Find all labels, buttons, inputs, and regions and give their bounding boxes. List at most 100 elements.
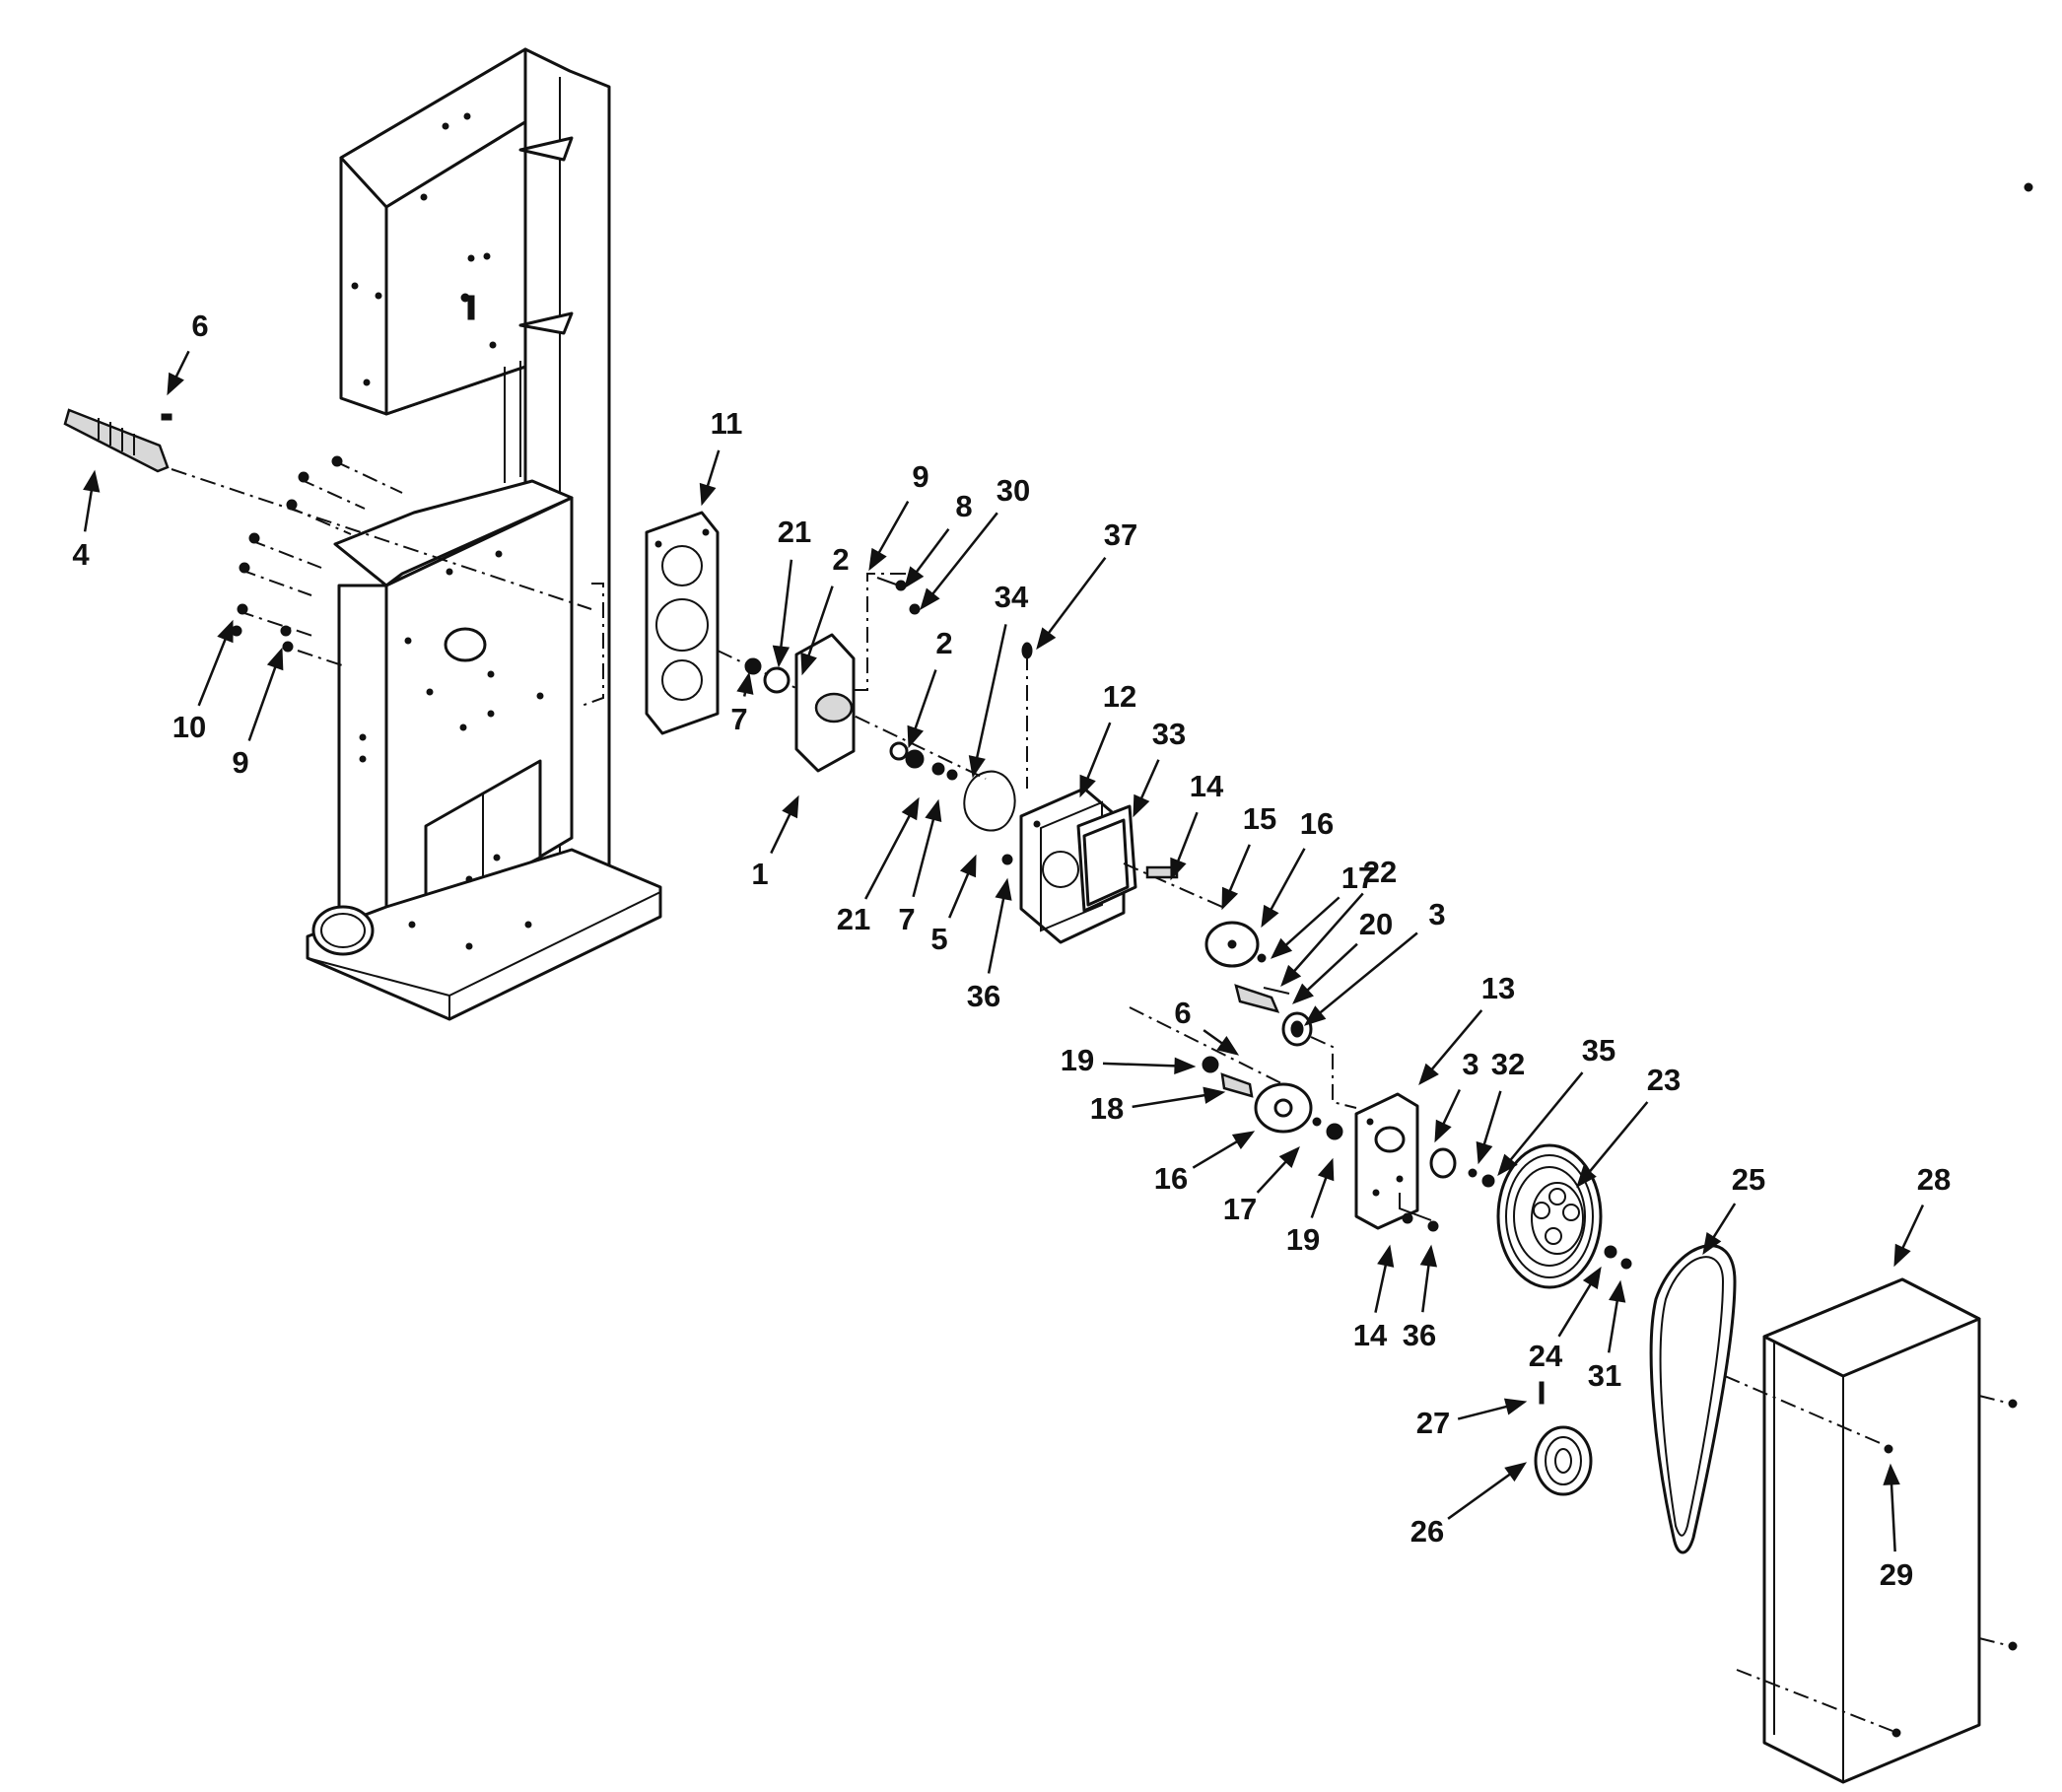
- callout-leader-c13: [1425, 1009, 1483, 1076]
- callout-label-c16a: 16: [1300, 806, 1334, 841]
- callout-label-c34: 34: [995, 580, 1029, 614]
- callout-arrow-c7b: [925, 798, 942, 823]
- callout-label-c9a: 9: [232, 745, 248, 780]
- callout-leader-c29: [1890, 1476, 1896, 1552]
- callout-label-c36b: 36: [1403, 1318, 1436, 1352]
- callout-leader-c2a: [804, 586, 834, 664]
- callout-label-c13: 13: [1481, 971, 1515, 1005]
- callout-label-c6b: 6: [1174, 996, 1191, 1030]
- callout-arrow-c10: [217, 619, 234, 644]
- callout-label-c12: 12: [1103, 679, 1136, 714]
- belt-25: [1649, 1244, 1737, 1554]
- callout-arrow-c23: [1576, 1165, 1597, 1189]
- callout-leader-c34: [974, 624, 1007, 766]
- disk-parts-upper: [1204, 921, 1313, 1047]
- callout-label-c24: 24: [1529, 1339, 1563, 1373]
- callout-arrow-c19b: [1317, 1157, 1335, 1182]
- callout-label-c27: 27: [1416, 1406, 1450, 1440]
- callout-label-c17b: 17: [1223, 1192, 1257, 1226]
- callout-arrow-c11: [699, 482, 717, 507]
- callout-label-c8: 8: [955, 489, 972, 523]
- callout-leader-c24: [1557, 1276, 1596, 1338]
- callout-leader-c21b: [864, 808, 915, 900]
- pulley-parts-23: [1429, 1143, 1632, 1289]
- drive-shaft-4: [63, 408, 604, 707]
- callout-label-c26: 26: [1410, 1514, 1444, 1549]
- callout-arrow-c3a: [1303, 1005, 1327, 1026]
- callout-leader-c23: [1583, 1101, 1649, 1179]
- motor-pulley-26: [1534, 1381, 1593, 1496]
- callout-leader-c36a: [987, 890, 1006, 974]
- callout-arrow-c31: [1609, 1279, 1626, 1303]
- callout-label-c16b: 16: [1154, 1161, 1188, 1196]
- callout-label-c21a: 21: [778, 515, 811, 549]
- callout-label-c28: 28: [1917, 1162, 1951, 1197]
- bandsaw-frame: [306, 47, 662, 1021]
- callout-label-c1: 1: [751, 857, 768, 891]
- callout-arrow-c36a: [995, 877, 1012, 901]
- bearing-housing-1: [744, 633, 958, 781]
- callout-leader-c14b: [1374, 1257, 1389, 1313]
- callout-leader-c9b: [873, 501, 910, 561]
- callout-arrow-c20: [1292, 983, 1314, 1004]
- callout-leader-c14a: [1174, 811, 1199, 869]
- callout-label-c3b: 3: [1462, 1047, 1478, 1081]
- callout-arrow-c24: [1582, 1266, 1602, 1290]
- callout-label-c6a: 6: [191, 309, 208, 343]
- callout-arrow-c16b: [1231, 1131, 1256, 1149]
- callout-arrow-c17a: [1270, 937, 1293, 959]
- motor-plate-13: [1354, 1092, 1439, 1232]
- cover-33: [1076, 804, 1223, 913]
- callout-arrow-c1: [782, 794, 799, 819]
- callout-arrow-c37: [1036, 627, 1057, 651]
- callout-label-c21b: 21: [837, 902, 870, 936]
- callout-leader-c22: [1288, 892, 1364, 978]
- callout-leader-c18: [1132, 1092, 1213, 1109]
- callout-leader-c21a: [779, 559, 793, 655]
- callout-label-c4: 4: [72, 537, 90, 572]
- frame-holes: [351, 112, 544, 950]
- callout-label-c36a: 36: [967, 979, 1000, 1013]
- callout-leader-c2b: [911, 669, 937, 737]
- callout-leader-c8: [911, 528, 950, 580]
- callout-leader-c19a: [1102, 1062, 1184, 1068]
- callout-leader-c37: [1043, 557, 1107, 641]
- callout-arrow-c4: [83, 469, 101, 493]
- callout-leader-c17a: [1279, 896, 1340, 951]
- callout-label-c15: 15: [1243, 801, 1276, 836]
- callout-arrow-c6a: [167, 372, 184, 396]
- callout-label-c3a: 3: [1428, 897, 1445, 931]
- callout-label-c11: 11: [711, 406, 743, 441]
- callout-arrow-c13: [1418, 1063, 1439, 1086]
- callout-arrow-c34: [968, 755, 986, 779]
- callout-arrow-c22: [1280, 964, 1302, 988]
- callout-leader-c32: [1480, 1090, 1502, 1152]
- callout-leader-c9a: [247, 658, 280, 741]
- callout-arrow-c25: [1702, 1231, 1722, 1256]
- callout-arrow-c6b: [1216, 1035, 1240, 1056]
- callout-label-c9b: 9: [912, 459, 928, 494]
- callout-leader-c26: [1447, 1468, 1517, 1520]
- callout-arrow-c17b: [1278, 1146, 1300, 1168]
- callout-label-c17a: 17: [1341, 861, 1375, 895]
- callout-label-c19a: 19: [1061, 1043, 1094, 1077]
- callout-leader-c16b: [1192, 1137, 1245, 1169]
- callout-arrow-c26: [1504, 1462, 1528, 1482]
- gasket-5: [963, 770, 1016, 832]
- callout-leader-c7b: [912, 811, 937, 898]
- callout-label-c31: 31: [1588, 1358, 1621, 1393]
- callout-arrow-c15: [1221, 886, 1239, 911]
- callout-label-c14b: 14: [1353, 1318, 1388, 1352]
- callout-arrow-c19a: [1174, 1057, 1197, 1075]
- callout-arrow-c7a: [736, 671, 754, 695]
- callout-leader-c15: [1225, 844, 1251, 899]
- callout-arrow-c32: [1476, 1140, 1493, 1165]
- callout-leader-c31: [1607, 1292, 1620, 1353]
- callout-arrow-c14b: [1377, 1244, 1395, 1268]
- callout-arrow-c28: [1893, 1243, 1911, 1268]
- callout-leader-c3a: [1313, 931, 1418, 1019]
- callout-arrow-c30: [920, 587, 940, 611]
